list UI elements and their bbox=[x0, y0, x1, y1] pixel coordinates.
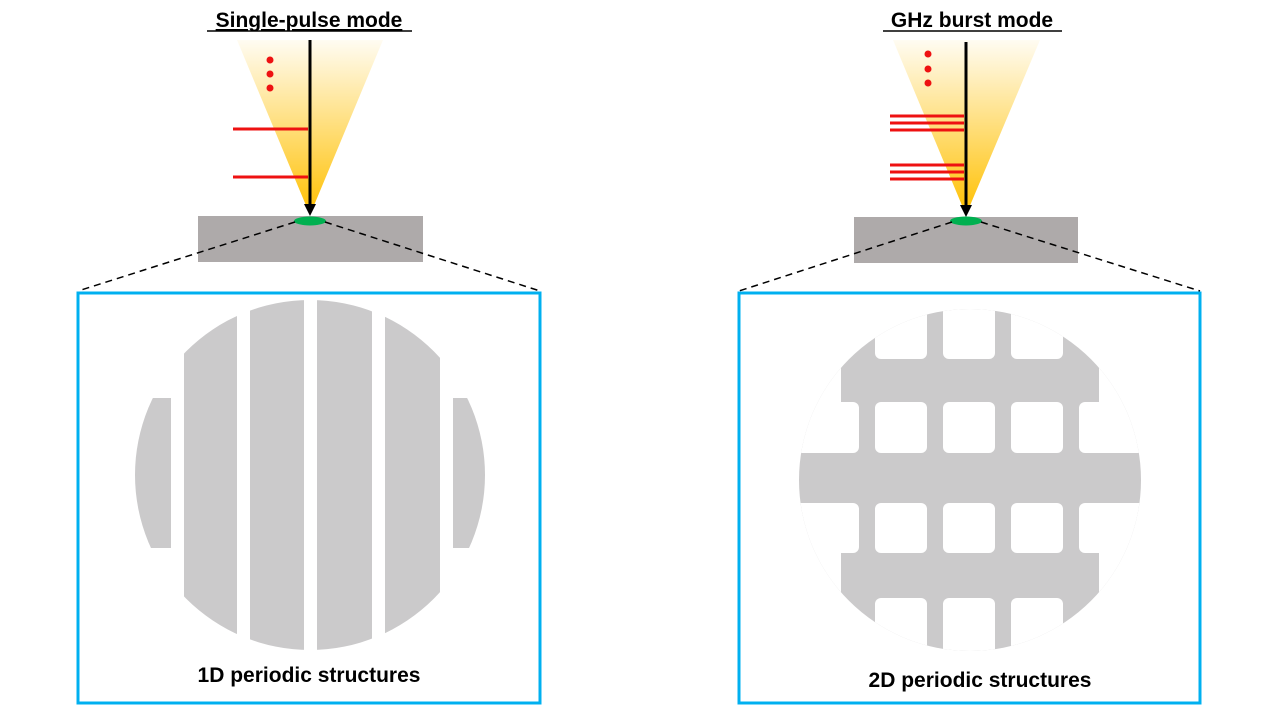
arrow-head-icon bbox=[960, 205, 972, 217]
arrow-head-icon bbox=[304, 204, 316, 216]
zoom-dashed-line bbox=[980, 221, 1201, 292]
single-pulse-title: Single-pulse mode bbox=[216, 9, 403, 32]
ghz-burst-title: GHz burst mode bbox=[891, 9, 1053, 32]
zoom-dashed-line bbox=[738, 221, 953, 292]
single-pulse-panel: Single-pulse mode 1D periodic structures bbox=[76, 9, 542, 705]
laser-spot bbox=[950, 216, 982, 226]
laser-spot bbox=[294, 216, 326, 226]
pulse-dots bbox=[924, 50, 932, 87]
2d-caption: 2D periodic structures bbox=[869, 669, 1092, 692]
pulse-dots bbox=[266, 56, 274, 92]
zoom-dashed-line bbox=[77, 221, 296, 292]
burst-pulse-group bbox=[890, 114, 964, 132]
burst-pulse-group bbox=[890, 163, 964, 181]
ghz-burst-panel: GHz burst mode bbox=[737, 9, 1202, 705]
1d-caption: 1D periodic structures bbox=[198, 664, 421, 687]
zoom-dashed-line bbox=[324, 221, 541, 292]
